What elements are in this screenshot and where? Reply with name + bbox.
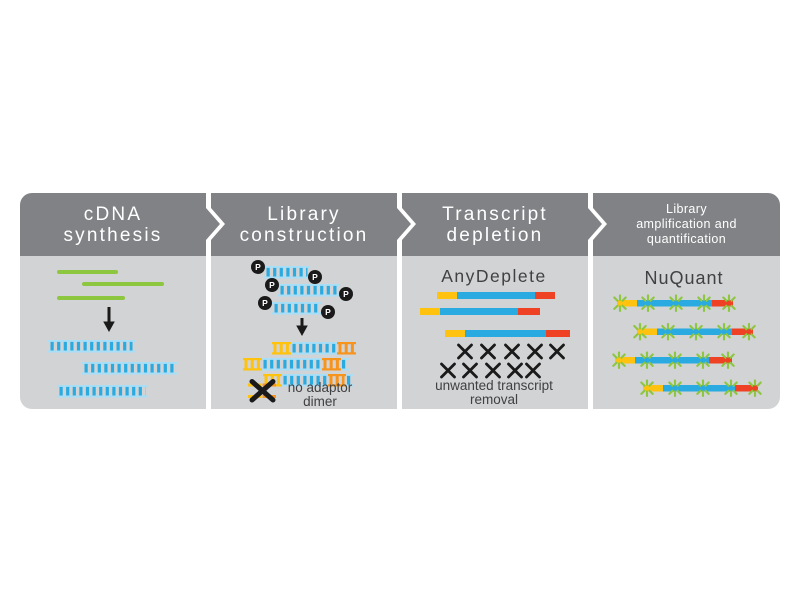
step-header-line: Transcript xyxy=(442,203,548,225)
down-arrow-icon xyxy=(103,307,115,332)
rna-strands xyxy=(57,270,164,300)
phosphate-badge: P xyxy=(343,289,349,299)
quantified-library-bar xyxy=(643,385,758,392)
phosphate-badge: P xyxy=(262,298,268,308)
quantified-library-bar xyxy=(617,300,733,307)
unwanted-transcript-label-line1: unwanted transcript xyxy=(435,378,553,393)
x-mark-icon xyxy=(457,343,565,360)
depleted-transcript-bar xyxy=(446,343,565,360)
nuquant-graphic: NuQuant xyxy=(612,268,762,398)
phosphorylated-fragment: P P xyxy=(251,260,322,284)
phosphate-badge: P xyxy=(312,272,318,282)
phosphate-badge: P xyxy=(255,262,261,272)
step-header-line: quantification xyxy=(646,232,727,246)
panel-body-library-construction: P P P P P P xyxy=(211,256,397,409)
x-mark-icon xyxy=(440,362,541,379)
adapter-ligated-fragment xyxy=(243,358,349,371)
depleted-transcript-bar xyxy=(420,362,544,379)
adapter-ligated-fragment xyxy=(272,342,356,355)
step-header-library-construction: Library construction xyxy=(211,193,411,256)
unwanted-transcript-label-line2: removal xyxy=(470,392,518,407)
panel-body-library-amplification: NuQuant xyxy=(593,256,780,409)
cdna-synthesis-graphic xyxy=(48,270,177,398)
phosphorylated-fragment: P P xyxy=(258,296,335,319)
step-header-line: Library xyxy=(665,202,707,216)
panel-body-cdna-synthesis xyxy=(20,256,206,409)
step-header-line: depletion xyxy=(446,224,544,246)
step-header-line: cDNA xyxy=(83,203,143,225)
step-header-line: amplification and xyxy=(636,217,737,231)
step-header-library-amplification: Library amplification and quantification xyxy=(593,193,780,256)
step-header-cdna-synthesis: cDNA synthesis xyxy=(20,193,220,256)
cdna-fragment-bar xyxy=(82,362,177,375)
adaptor-dimer-crossed-icon xyxy=(248,379,276,403)
step-header-line: construction xyxy=(239,224,369,246)
down-arrow-icon xyxy=(296,318,308,336)
tagged-library-bar xyxy=(445,330,570,337)
tagged-library-bar xyxy=(420,308,540,315)
phosphate-badge: P xyxy=(325,307,331,317)
phosphorylated-fragment: P P xyxy=(265,278,353,301)
library-construction-graphic: P P P P P P xyxy=(243,260,356,409)
anydeplete-label: AnyDeplete xyxy=(441,266,546,286)
quantified-library-bar xyxy=(615,357,732,364)
phosphate-badge: P xyxy=(269,280,275,290)
nuquant-label: NuQuant xyxy=(644,268,723,288)
no-adaptor-dimer-label-line2: dimer xyxy=(303,394,337,409)
cdna-fragment-bar xyxy=(48,340,135,353)
cdna-fragment-bar xyxy=(57,385,148,398)
step-header-line: Library xyxy=(267,203,341,225)
no-adaptor-dimer-label-line1: no adaptor xyxy=(288,380,353,395)
tagged-library-bar xyxy=(437,292,555,299)
transcript-depletion-graphic: AnyDeplete xyxy=(420,266,570,407)
step-header-transcript-depletion: Transcript depletion xyxy=(402,193,602,256)
quantified-library-bar xyxy=(637,328,753,335)
panel-body-transcript-depletion: AnyDeplete xyxy=(402,256,588,409)
step-header-line: synthesis xyxy=(63,224,163,246)
